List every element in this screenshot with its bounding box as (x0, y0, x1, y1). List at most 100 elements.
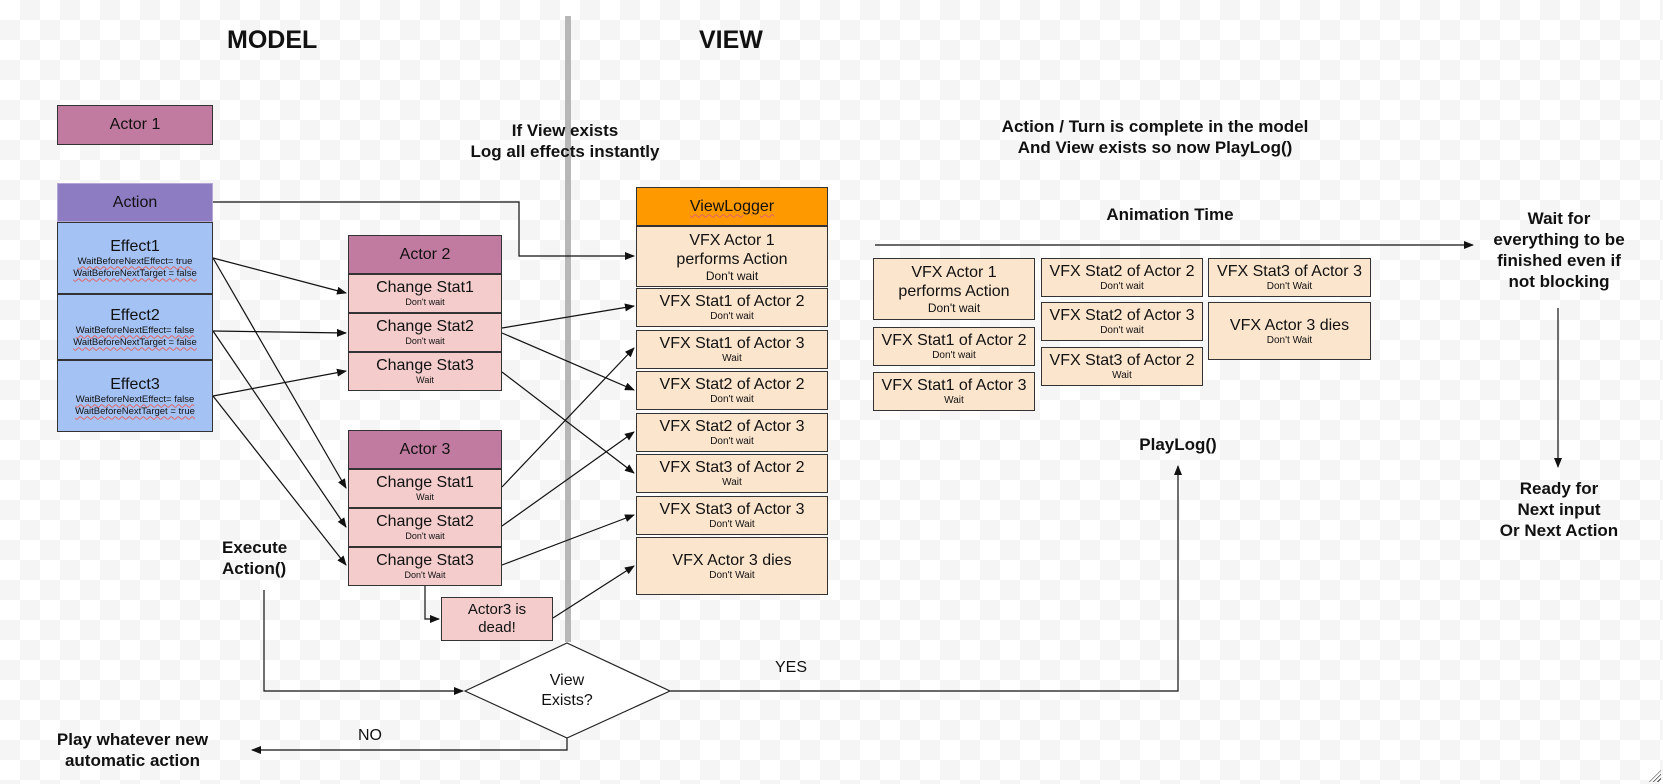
arrow-effect2-a3-stat2 (212, 330, 347, 528)
model-header: MODEL (227, 26, 318, 54)
vfx-label: VFX Stat2 of Actor 3 (1049, 307, 1195, 324)
stat-label: Change Stat2 (376, 513, 474, 530)
vfx-label: VFX Stat2 of Actor 3 (659, 418, 805, 435)
vfx-label: VFX Stat3 of Actor 2 (659, 459, 805, 476)
arrow-action-to-viewlogger (213, 201, 635, 260)
actor3-stat1: Change Stat1 Wait (348, 469, 502, 508)
stat-wait: Wait (416, 492, 434, 502)
vfx-wait: Don't Wait (709, 519, 755, 530)
actor2-stat3: Change Stat3 Wait (348, 352, 502, 391)
vfx-wait: Wait (1112, 370, 1132, 381)
vfx-label: VFX Actor 1 (689, 231, 775, 249)
effect-title: Effect2 (110, 306, 160, 324)
effect3-box: Effect3 WaitBeforeNextEffect= false Wait… (57, 360, 213, 432)
decision-label: View Exists? (517, 671, 617, 711)
arrow-a2-stat3-vfx (501, 371, 635, 474)
decision-diamond (463, 642, 672, 739)
vfx-wait: Don't wait (1100, 281, 1144, 292)
stat-label: Change Stat3 (376, 552, 474, 569)
stat-wait: Don't wait (405, 336, 445, 346)
vfx-wait: Don't wait (710, 311, 754, 322)
stat-label: Change Stat1 (376, 474, 474, 491)
viewlogger-entry: VFX Actor 1 performs Action Don't wait (636, 226, 828, 287)
vfx-label: performs Action (676, 250, 788, 268)
log-instantly-note: If View exists Log all effects instantly (430, 120, 700, 162)
wait-for-everything-note: Wait for everything to be finished even … (1478, 208, 1640, 292)
actor3-header: Actor 3 (348, 430, 502, 469)
vfx-wait: Don't wait (1100, 325, 1144, 336)
arrow-effect2-a2-stat2 (212, 328, 347, 337)
effect-wait-effect: WaitBeforeNextEffect= true (77, 255, 193, 267)
arrow-effect1-a3-stat1 (212, 257, 347, 489)
animation-time-label: Animation Time (1106, 205, 1234, 224)
action-box: Action (57, 183, 213, 222)
vfx-wait: Don't wait (710, 394, 754, 405)
timeline-entry: VFX Actor 1 performs Action Don't wait (873, 258, 1035, 320)
vfx-wait: Don't wait (710, 436, 754, 447)
execute-action-note: Execute Action() (222, 537, 310, 579)
note-line: Log all effects instantly (470, 142, 660, 161)
arrow-effect3-a3-stat3 (212, 395, 347, 566)
arrow-yes-to-playlog (670, 465, 1182, 692)
stat-wait: Wait (416, 375, 434, 385)
decision-line: View (549, 672, 585, 689)
vfx-label: VFX Stat1 of Actor 2 (659, 293, 805, 310)
timeline-entry: VFX Actor 3 dies Don't Wait (1208, 302, 1371, 360)
effect-wait-effect: WaitBeforeNextEffect= false (75, 393, 195, 405)
note-line: everything to be (1493, 230, 1625, 249)
vfx-wait: Wait (944, 395, 964, 406)
actor2-stat1: Change Stat1 Don't wait (348, 274, 502, 313)
viewlogger-header: ViewLogger (636, 187, 828, 226)
vfx-label: VFX Actor 3 dies (1229, 316, 1350, 334)
arrow-effect3-a2-stat3 (212, 368, 347, 397)
timeline-entry: VFX Stat3 of Actor 3 Don't Wait (1208, 258, 1371, 297)
vfx-label: VFX Stat3 of Actor 3 (659, 501, 805, 518)
turn-complete-note: Action / Turn is complete in the model A… (960, 116, 1350, 158)
vfx-label: VFX Stat1 of Actor 3 (881, 377, 1027, 394)
stat-label: Change Stat3 (376, 357, 474, 374)
viewlogger-entry: VFX Stat1 of Actor 3 Wait (636, 330, 828, 369)
playlog-label: PlayLog() (1139, 435, 1217, 454)
arrow-a3-stat3-vfx (501, 514, 635, 566)
arrow-a3-stat2-vfx (501, 431, 635, 527)
effect-wait-target: WaitBeforeNextTarget = false (73, 336, 197, 348)
timeline-entry: VFX Stat2 of Actor 2 Don't wait (1041, 258, 1203, 297)
viewlogger-entry: VFX Actor 3 dies Don't Wait (636, 537, 828, 595)
arrow-effect1-a2-stat1 (212, 257, 347, 295)
vfx-label: VFX Actor 1 (911, 264, 997, 281)
note-line: finished even if (1497, 251, 1621, 270)
arrow-a2-stat2-vfx (501, 332, 635, 391)
stat-wait: Don't wait (405, 297, 445, 307)
ready-note: Ready for Next input Or Next Action (1478, 478, 1640, 541)
actor1-box: Actor 1 (57, 105, 213, 145)
vfx-label: VFX Stat3 of Actor 2 (1049, 352, 1195, 369)
no-label: NO (358, 727, 382, 744)
arrow-dead-to-vfx-dies (552, 565, 635, 619)
vfx-label: performs Action (898, 283, 1010, 300)
decision-line: Exists? (541, 692, 593, 709)
note-line: Or Next Action (1499, 521, 1619, 540)
viewlogger-entry: VFX Stat2 of Actor 2 Don't wait (636, 371, 828, 410)
timeline-entry: VFX Stat2 of Actor 3 Don't wait (1041, 302, 1203, 341)
note-line: And View exists so now PlayLog() (1017, 138, 1293, 157)
vfx-label: VFX Stat2 of Actor 2 (1049, 263, 1195, 280)
effect2-box: Effect2 WaitBeforeNextEffect= false Wait… (57, 294, 213, 360)
stat-wait: Don't Wait (404, 570, 446, 580)
viewlogger-entry: VFX Stat2 of Actor 3 Don't wait (636, 413, 828, 452)
note-line: Play whatever new (56, 730, 209, 749)
vfx-wait: Don't Wait (709, 569, 755, 581)
vfx-label: VFX Stat1 of Actor 2 (881, 332, 1027, 349)
vfx-wait: Wait (722, 353, 742, 364)
actor3-stat3: Change Stat3 Don't Wait (348, 547, 502, 586)
vfx-wait: Don't Wait (1266, 334, 1313, 346)
effect1-box: Effect1 WaitBeforeNextEffect= true WaitB… (57, 222, 213, 294)
timeline-entry: VFX Stat1 of Actor 3 Wait (873, 372, 1035, 411)
effect-title: Effect1 (110, 237, 160, 255)
viewlogger-entry: VFX Stat1 of Actor 2 Don't wait (636, 288, 828, 327)
effect-wait-target: WaitBeforeNextTarget = true (75, 405, 195, 417)
vfx-label: VFX Stat2 of Actor 2 (659, 376, 805, 393)
stat-label: Change Stat1 (376, 279, 474, 296)
viewlogger-title: ViewLogger (689, 197, 775, 215)
note-line: Ready for (1519, 479, 1599, 498)
